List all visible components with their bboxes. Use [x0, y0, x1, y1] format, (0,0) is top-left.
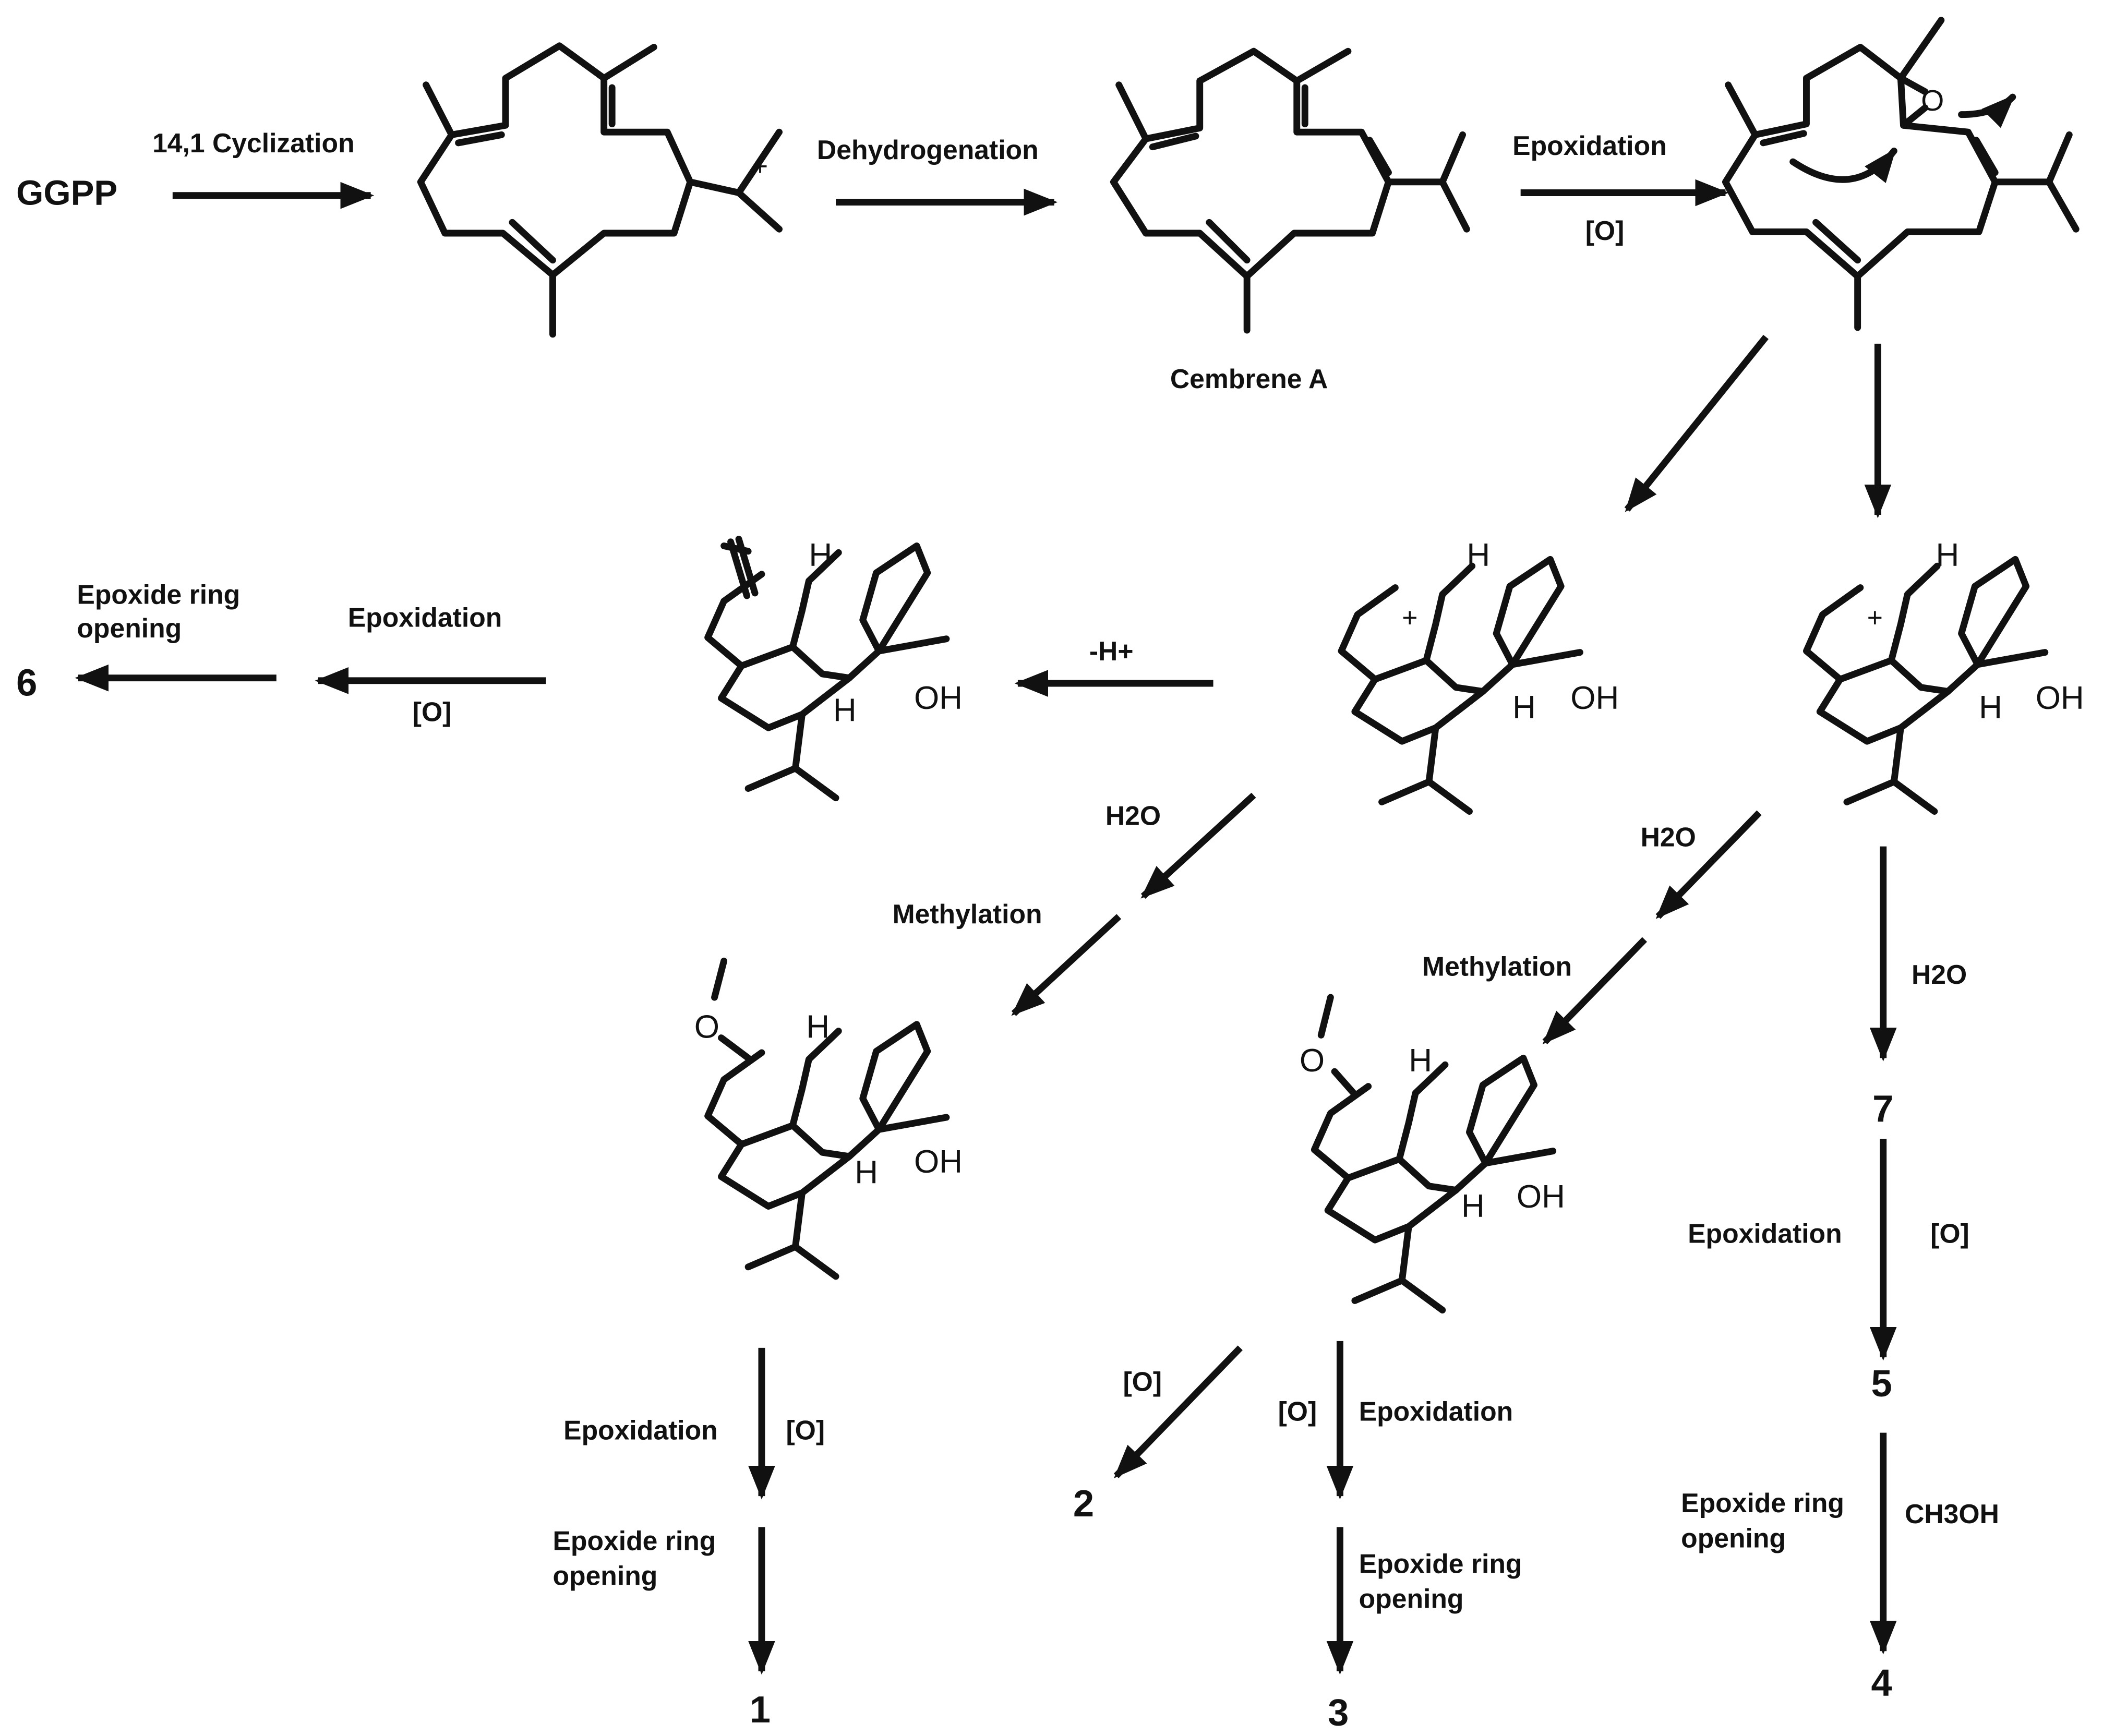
- h-atom: H: [1936, 537, 1960, 573]
- line-2: opening: [552, 1561, 657, 1591]
- ring-opening-label: Epoxide ring opening: [1359, 1548, 1530, 1613]
- oxidant-label: [O]: [1278, 1396, 1317, 1426]
- cation-plus: +: [1867, 602, 1883, 632]
- carbocation-a: + H H OH: [1341, 537, 1619, 811]
- water-label: H2O: [1641, 822, 1696, 852]
- epoxidation-label: Epoxidation: [1359, 1396, 1513, 1426]
- oxidant-label: [O]: [1123, 1367, 1162, 1397]
- line-1: Epoxide ring: [1359, 1548, 1522, 1578]
- methylation-label: Methylation: [893, 899, 1042, 929]
- compound-1: 1: [750, 1689, 771, 1731]
- step-label: Dehydrogenation: [817, 135, 1039, 165]
- oxidant-label: [O]: [1585, 215, 1625, 246]
- ring-opening-label: Epoxide ring opening: [552, 1525, 723, 1590]
- methyl-ether-a: O H H OH: [694, 957, 963, 1276]
- compound-4: 4: [1871, 1662, 1892, 1704]
- h-atom: H: [855, 1155, 878, 1191]
- oxidant-label: [O]: [413, 696, 452, 727]
- right-methylation-path: H2O Methylation: [1422, 810, 1762, 1044]
- oh-group: OH: [2036, 680, 2084, 716]
- cation-plus: +: [752, 151, 768, 181]
- h-atom: H: [1461, 1188, 1485, 1224]
- h-atom: H: [809, 537, 832, 573]
- compound-6: 6: [16, 662, 37, 704]
- oh-group: OH: [1570, 680, 1619, 716]
- carbocation-b: + H H OH: [1806, 537, 2084, 811]
- h-atom: H: [833, 692, 857, 728]
- h-atom: H: [806, 1009, 830, 1045]
- epoxide-oxygen: O: [1921, 85, 1944, 117]
- line-1: Epoxide ring: [1681, 1488, 1844, 1518]
- line-2: opening: [1359, 1584, 1464, 1614]
- line-1: Epoxide ring: [552, 1525, 716, 1556]
- ether-oxygen: O: [694, 1009, 719, 1045]
- hydration-to-7: H2O: [1869, 846, 1967, 1062]
- h-atom: H: [1979, 690, 2002, 726]
- arrow: [1140, 792, 1256, 899]
- oh-group: OH: [1517, 1179, 1565, 1215]
- arrow-to-cation-a: [1624, 334, 1769, 512]
- step-label: Epoxide ring opening: [77, 580, 247, 644]
- methylation-label: Methylation: [1422, 951, 1572, 982]
- step-label: 14,1 Cyclization: [152, 128, 355, 158]
- epoxidation-step-top: Epoxidation [O]: [1512, 130, 1729, 246]
- arrow: [1542, 937, 1648, 1044]
- left-epoxide-opening-step: Epoxide ring opening: [75, 580, 277, 692]
- oh-group: OH: [914, 680, 963, 716]
- methanol-label: CH3OH: [1905, 1499, 1999, 1529]
- arrow: [1011, 914, 1122, 1016]
- oxidant-label: [O]: [1930, 1218, 1969, 1248]
- column-2-steps: [O] 2 [O] Epoxidation Epoxide ring openi…: [1073, 1341, 1530, 1733]
- step-label: Epoxidation: [348, 602, 502, 632]
- oh-group: OH: [914, 1144, 963, 1180]
- left-methylation-path: H2O Methylation: [893, 792, 1256, 1016]
- arrow: [1655, 810, 1762, 919]
- line-2: opening: [1681, 1523, 1786, 1553]
- left-epoxidation-step: Epoxidation [O]: [315, 602, 546, 727]
- compound-2: 2: [1073, 1483, 1094, 1525]
- cation-plus: +: [1402, 602, 1417, 632]
- macrocycle-cation: +: [417, 42, 783, 338]
- line-1: Epoxide ring: [77, 580, 240, 610]
- ggpp-label: GGPP: [16, 174, 117, 213]
- dehydrogenation-step: Dehydrogenation: [817, 135, 1058, 216]
- epoxycembrene-structure: O: [1722, 17, 2080, 331]
- water-label: H2O: [1105, 800, 1161, 830]
- water-label: H2O: [1912, 959, 1967, 990]
- h-atom: H: [1512, 690, 1536, 726]
- arrow: [1113, 1345, 1243, 1478]
- compound-5: 5: [1871, 1363, 1892, 1405]
- exomethylene-intermediate: H H OH: [708, 536, 963, 798]
- step-label: -H+: [1089, 636, 1134, 666]
- oxidant-label: [O]: [786, 1415, 825, 1445]
- h-atom: H: [1467, 537, 1490, 573]
- step-label: Epoxidation: [1512, 130, 1667, 161]
- compound-3: 3: [1328, 1692, 1349, 1733]
- line-2: opening: [77, 613, 182, 643]
- ring-opening-label: Epoxide ring opening: [1681, 1488, 1852, 1553]
- epoxidation-label: Epoxidation: [563, 1415, 718, 1445]
- epoxidation-label: Epoxidation: [1688, 1218, 1842, 1248]
- column-1-steps: Epoxidation [O] Epoxide ring opening 1: [552, 1347, 825, 1731]
- cyclization-step: 14,1 Cyclization: [152, 128, 375, 209]
- deprotonation-step: -H+: [1014, 636, 1213, 697]
- h-atom: H: [1409, 1043, 1432, 1079]
- cembrene-a-structure: [1110, 47, 1470, 334]
- methyl-ether-b: O H H OH: [1300, 994, 1565, 1310]
- ether-oxygen: O: [1300, 1043, 1325, 1079]
- compound-7: 7: [1872, 1088, 1893, 1130]
- cembrene-label: Cembrene A: [1170, 364, 1328, 394]
- column-3-steps: Epoxidation [O] 5 Epoxide ring opening C…: [1681, 1139, 1999, 1704]
